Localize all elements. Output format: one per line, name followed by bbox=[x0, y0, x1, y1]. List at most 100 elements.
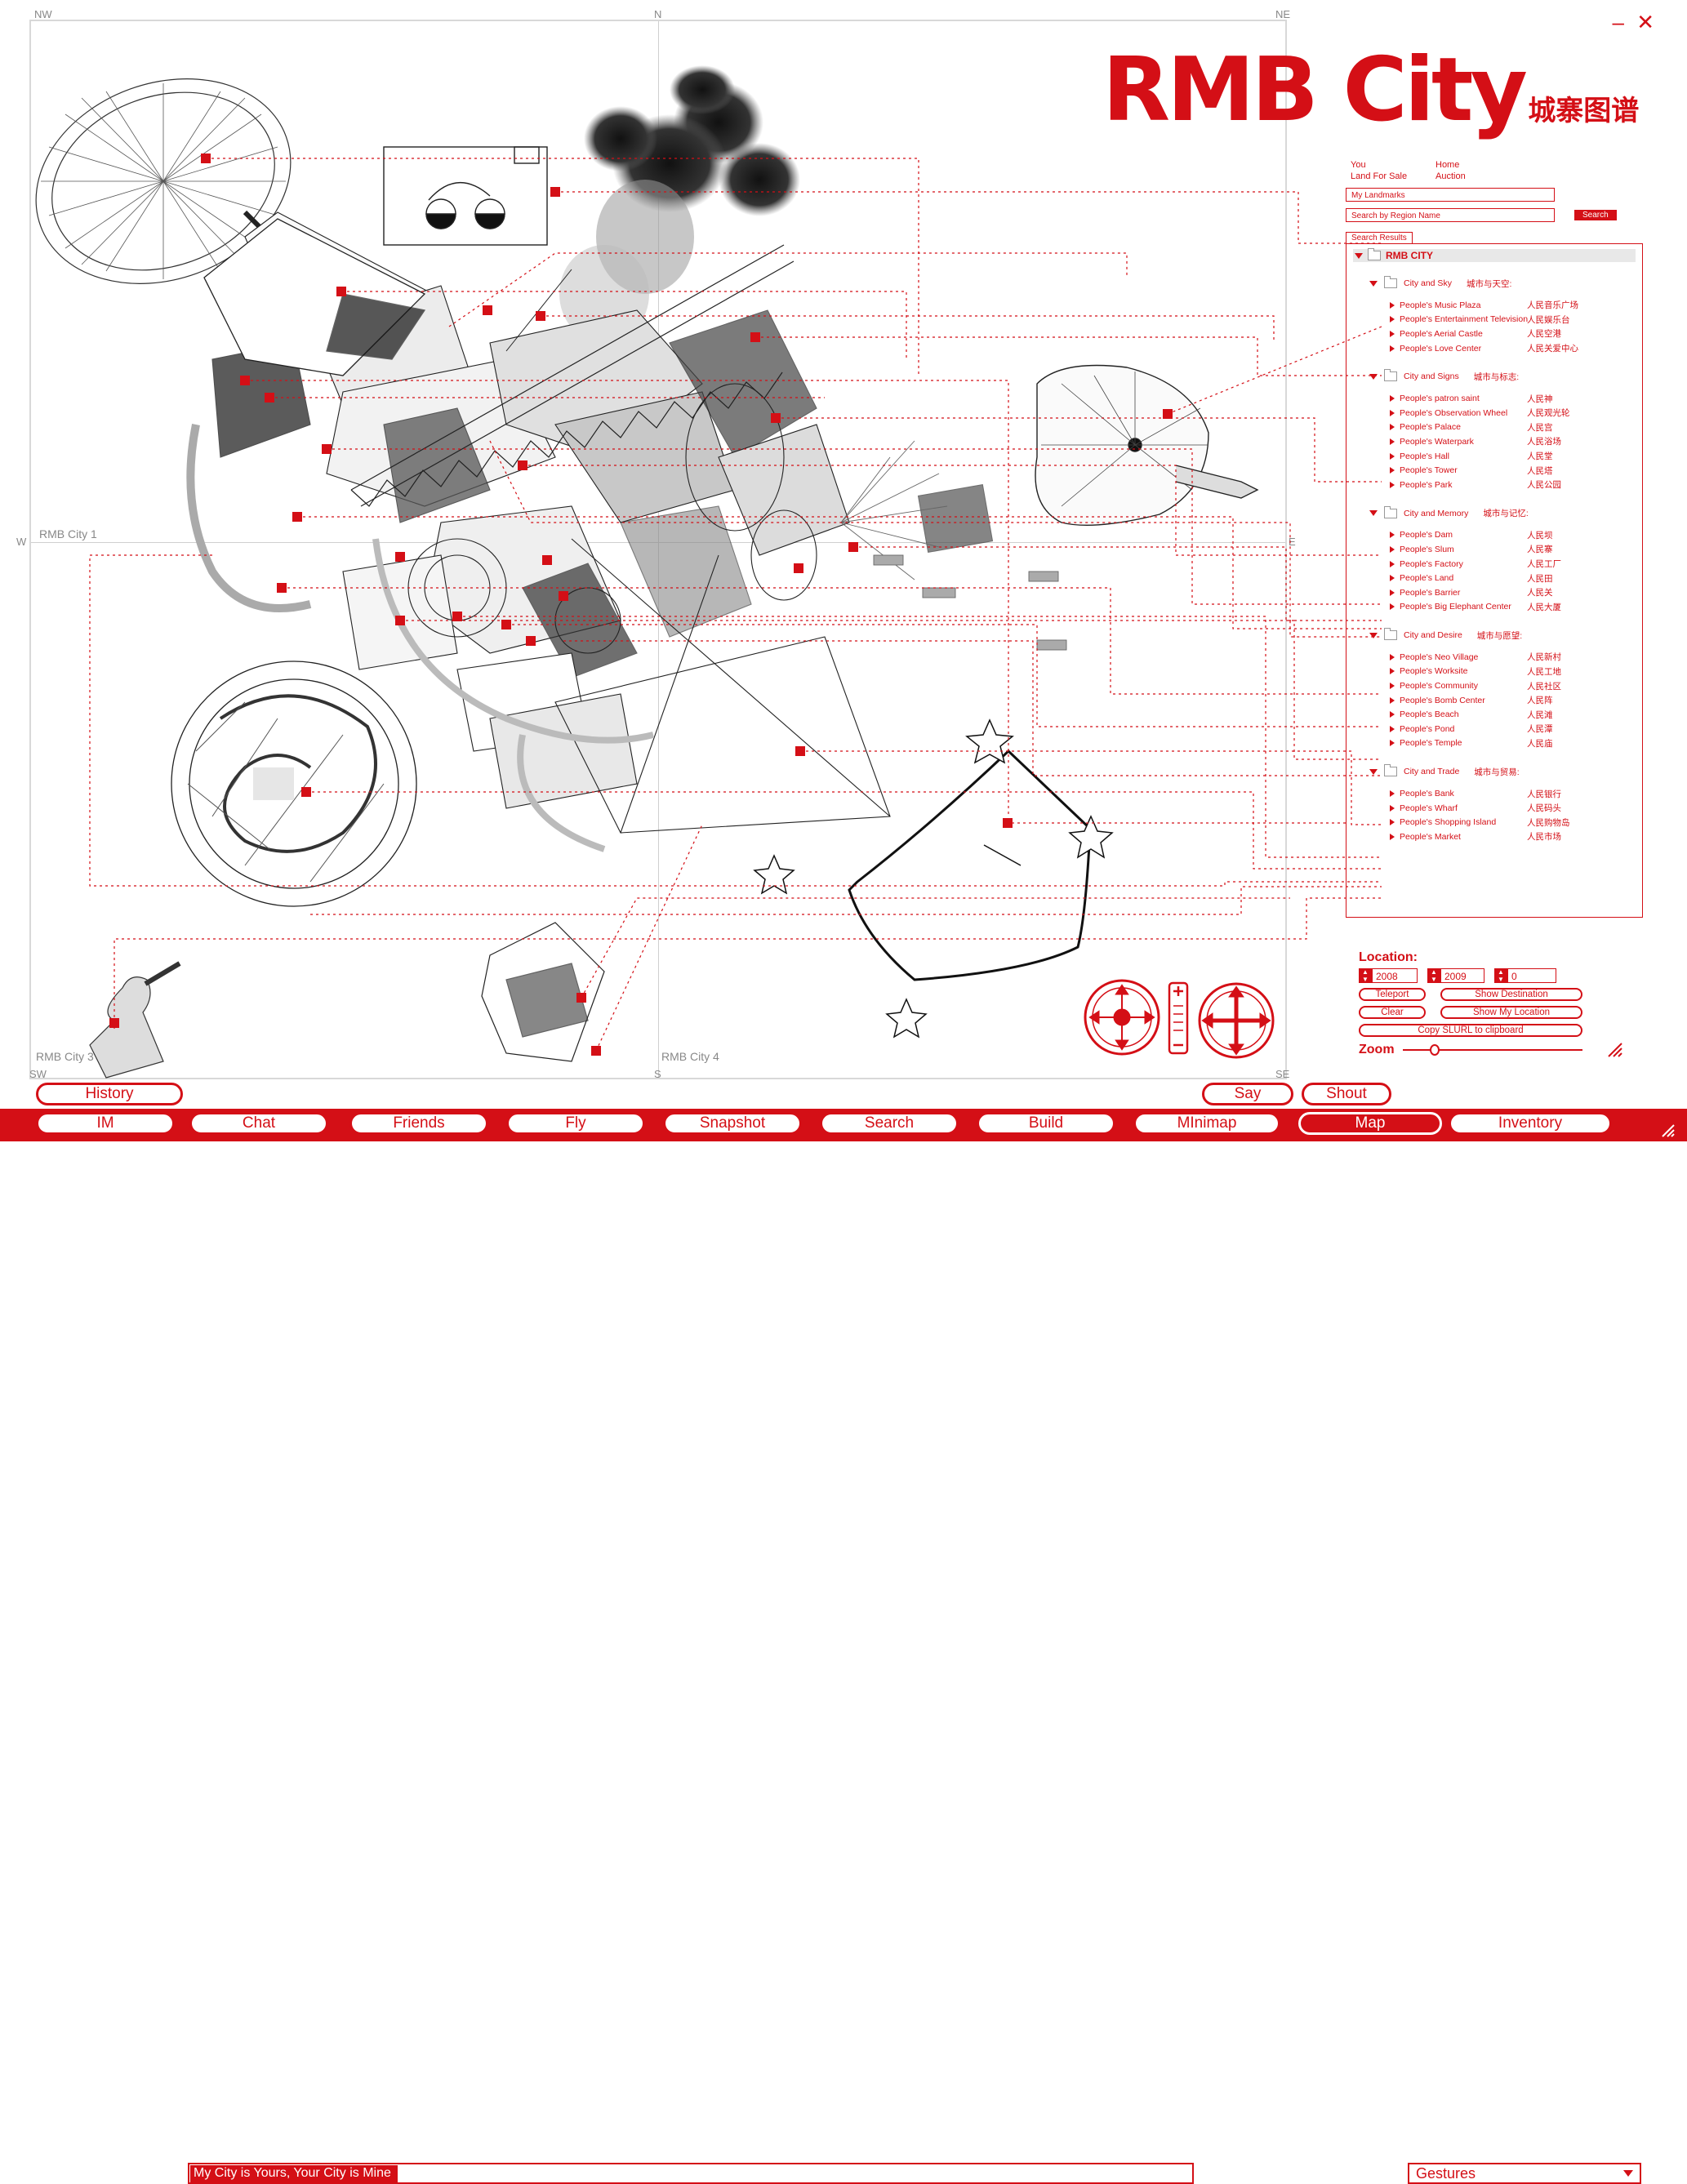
link-auction[interactable]: Auction bbox=[1436, 171, 1466, 181]
region-search-input[interactable]: Search by Region Name bbox=[1346, 208, 1555, 222]
coord-y-field[interactable]: 2009 bbox=[1440, 968, 1484, 983]
toolbar-button-build[interactable]: Build bbox=[977, 1112, 1115, 1135]
marker-worksite bbox=[501, 620, 511, 629]
clear-button[interactable]: Clear bbox=[1359, 1006, 1426, 1019]
category-label: City and Sky bbox=[1404, 278, 1452, 288]
minimize-button[interactable]: – bbox=[1612, 10, 1624, 34]
coord-x[interactable]: ▲▼ 2008 bbox=[1359, 968, 1418, 983]
window-resize-icon[interactable] bbox=[1661, 1123, 1676, 1138]
chat-input-text: My City is Yours, Your City is Mine bbox=[190, 2165, 398, 2182]
coord-y[interactable]: ▲▼ 2009 bbox=[1427, 968, 1484, 983]
spinner-icon[interactable]: ▲▼ bbox=[1359, 968, 1372, 983]
toolbar-button-snapshot[interactable]: Snapshot bbox=[663, 1112, 802, 1135]
toolbar-button-search[interactable]: Search bbox=[820, 1112, 959, 1135]
collapse-arrow-icon[interactable] bbox=[1355, 252, 1363, 259]
say-button[interactable]: Say bbox=[1202, 1083, 1293, 1105]
collapse-arrow-icon[interactable] bbox=[1369, 632, 1378, 638]
coord-z-field[interactable]: 0 bbox=[1507, 968, 1556, 983]
category-label: City and Signs bbox=[1404, 371, 1459, 382]
spinner-icon[interactable]: ▲▼ bbox=[1494, 968, 1507, 983]
zoom-slider[interactable] bbox=[1402, 1044, 1582, 1056]
link-you[interactable]: You bbox=[1351, 160, 1366, 170]
folder-icon bbox=[1384, 505, 1397, 518]
television-screen-drawing bbox=[383, 146, 548, 246]
toolbar-button-chat[interactable]: Chat bbox=[189, 1112, 328, 1135]
gestures-select[interactable]: Gestures bbox=[1408, 2163, 1641, 2184]
toolbar-button-inventory[interactable]: Inventory bbox=[1449, 1112, 1612, 1135]
shout-button[interactable]: Shout bbox=[1302, 1083, 1391, 1105]
zoom-row: Zoom bbox=[1359, 1042, 1636, 1058]
coord-z[interactable]: ▲▼ 0 bbox=[1494, 968, 1556, 983]
marker-wharf bbox=[1163, 409, 1173, 419]
toolbar-button-minimap[interactable]: MInimap bbox=[1133, 1112, 1280, 1135]
toolbar-button-fly[interactable]: Fly bbox=[506, 1112, 645, 1135]
toolbar-button-im[interactable]: IM bbox=[36, 1112, 175, 1135]
tab-search-results[interactable]: Search Results bbox=[1346, 232, 1413, 243]
landmark-name: People's Pond bbox=[1400, 723, 1455, 734]
zoom-slider-handle[interactable] bbox=[1429, 1044, 1440, 1056]
link-home[interactable]: Home bbox=[1436, 160, 1460, 170]
collapse-arrow-icon[interactable] bbox=[1369, 510, 1378, 517]
my-landmarks-select[interactable]: My Landmarks bbox=[1346, 188, 1555, 202]
collapse-arrow-icon[interactable] bbox=[1369, 373, 1378, 380]
close-button[interactable]: ✕ bbox=[1636, 10, 1654, 34]
show-destination-button[interactable]: Show Destination bbox=[1440, 988, 1582, 1001]
spinner-icon[interactable]: ▲▼ bbox=[1427, 968, 1440, 983]
history-button[interactable]: History bbox=[36, 1083, 183, 1105]
toolbar-button-friends[interactable]: Friends bbox=[349, 1112, 488, 1135]
coord-x-field[interactable]: 2008 bbox=[1372, 968, 1418, 983]
landmark-name-cn: 人民市场 bbox=[1527, 832, 1561, 843]
collapse-arrow-icon[interactable] bbox=[1369, 768, 1378, 775]
chat-input[interactable]: My City is Yours, Your City is Mine bbox=[188, 2163, 1194, 2184]
show-my-location-button[interactable]: Show My Location bbox=[1440, 1006, 1582, 1019]
collapse-arrow-icon[interactable] bbox=[1369, 280, 1378, 287]
search-button[interactable]: Search bbox=[1574, 210, 1617, 220]
play-arrow-icon bbox=[1390, 833, 1395, 840]
teleport-button[interactable]: Teleport bbox=[1359, 988, 1426, 1001]
play-arrow-icon bbox=[1390, 438, 1395, 445]
marker-beach bbox=[526, 636, 536, 646]
toolbar-button-map[interactable]: Map bbox=[1298, 1112, 1442, 1135]
copy-slurl-button[interactable]: Copy SLURL to clipboard bbox=[1359, 1024, 1582, 1037]
resize-grip-icon[interactable] bbox=[1607, 1042, 1623, 1058]
marker-observation-wheel bbox=[750, 332, 760, 342]
marker-waterpark bbox=[265, 393, 274, 403]
link-land-for-sale[interactable]: Land For Sale bbox=[1351, 171, 1408, 181]
tree-root[interactable]: RMB CITY bbox=[1353, 248, 1636, 262]
